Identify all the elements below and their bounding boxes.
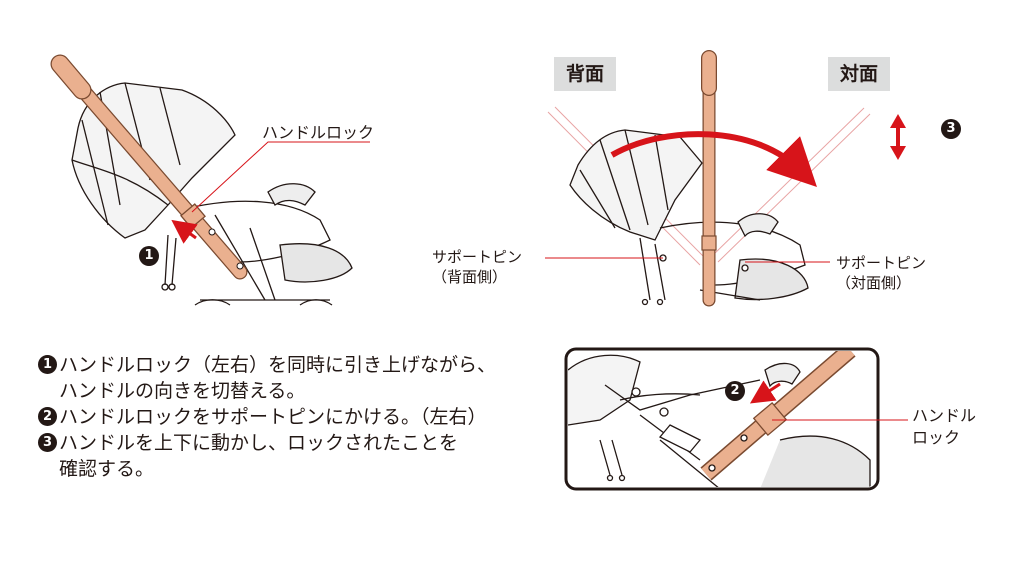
step-1-line-2: ハンドルの向きを切替える。 — [59, 380, 306, 402]
step-2-line-1: ハンドルロックをサポートピンにかける。（左右） — [59, 406, 487, 428]
step-number-3: 3 — [38, 433, 57, 452]
instruction-step-1: 1 ハンドルロック（左右）を同時に引き上げながら、 ハンドルの向きを切替える。 — [38, 352, 538, 404]
handle-lock-line2: ロック — [912, 428, 961, 447]
instruction-list: 1 ハンドルロック（左右）を同時に引き上げながら、 ハンドルの向きを切替える。 … — [38, 352, 538, 482]
step-3-line-1: ハンドルを上下に動かし、ロックされたことを — [59, 432, 459, 454]
canopy-2 — [569, 129, 703, 241]
handle-lock-line1: ハンドル — [912, 406, 977, 425]
marker-2: 2 — [725, 381, 745, 401]
support-pin-front-line2: （対面側） — [836, 274, 912, 292]
step-text-1: ハンドルロック（左右）を同時に引き上げながら、 ハンドルの向きを切替える。 — [59, 352, 538, 404]
support-pin-front-label: サポートピン （対面側） — [836, 253, 926, 293]
step-number-1: 1 — [38, 355, 57, 374]
pull-up-arrow — [171, 219, 198, 244]
step-3-line-2: 確認する。 — [59, 458, 155, 480]
support-pin-front-line1: サポートピン — [836, 254, 927, 272]
marker-1: 1 — [139, 246, 159, 266]
instruction-step-2: 2 ハンドルロックをサポートピンにかける。（左右） — [38, 404, 538, 430]
step-text-2: ハンドルロックをサポートピンにかける。（左右） — [59, 404, 538, 430]
hook-arrow — [749, 380, 781, 404]
handle-lock-leader — [191, 141, 370, 213]
marker-3: 3 — [941, 119, 961, 139]
figure-2-handle — [701, 50, 717, 307]
step-1-line-1: ハンドルロック（左右）を同時に引き上げながら、 — [59, 354, 497, 376]
back-facing-label: 背面 — [554, 57, 616, 91]
instruction-step-3: 3 ハンドルを上下に動かし、ロックされたことを 確認する。 — [38, 430, 538, 482]
ghost-handle-front — [717, 113, 871, 263]
handle-lock-label-3: ハンドル ロック — [912, 405, 976, 449]
step-text-3: ハンドルを上下に動かし、ロックされたことを 確認する。 — [59, 430, 538, 482]
support-pin-back-line1: サポートピン — [432, 248, 523, 266]
up-down-arrow — [890, 114, 906, 160]
support-pin-back-line2: （背面側） — [432, 268, 508, 286]
figure-1-handle — [50, 54, 248, 280]
rotate-arrow — [610, 131, 817, 187]
front-facing-label: 対面 — [828, 57, 890, 91]
step-number-2: 2 — [38, 407, 57, 426]
handle-lock-label-1: ハンドルロック — [262, 123, 375, 142]
support-pin-back-label: サポートピン （背面側） — [432, 247, 522, 287]
figure-3-detail — [568, 351, 871, 487]
